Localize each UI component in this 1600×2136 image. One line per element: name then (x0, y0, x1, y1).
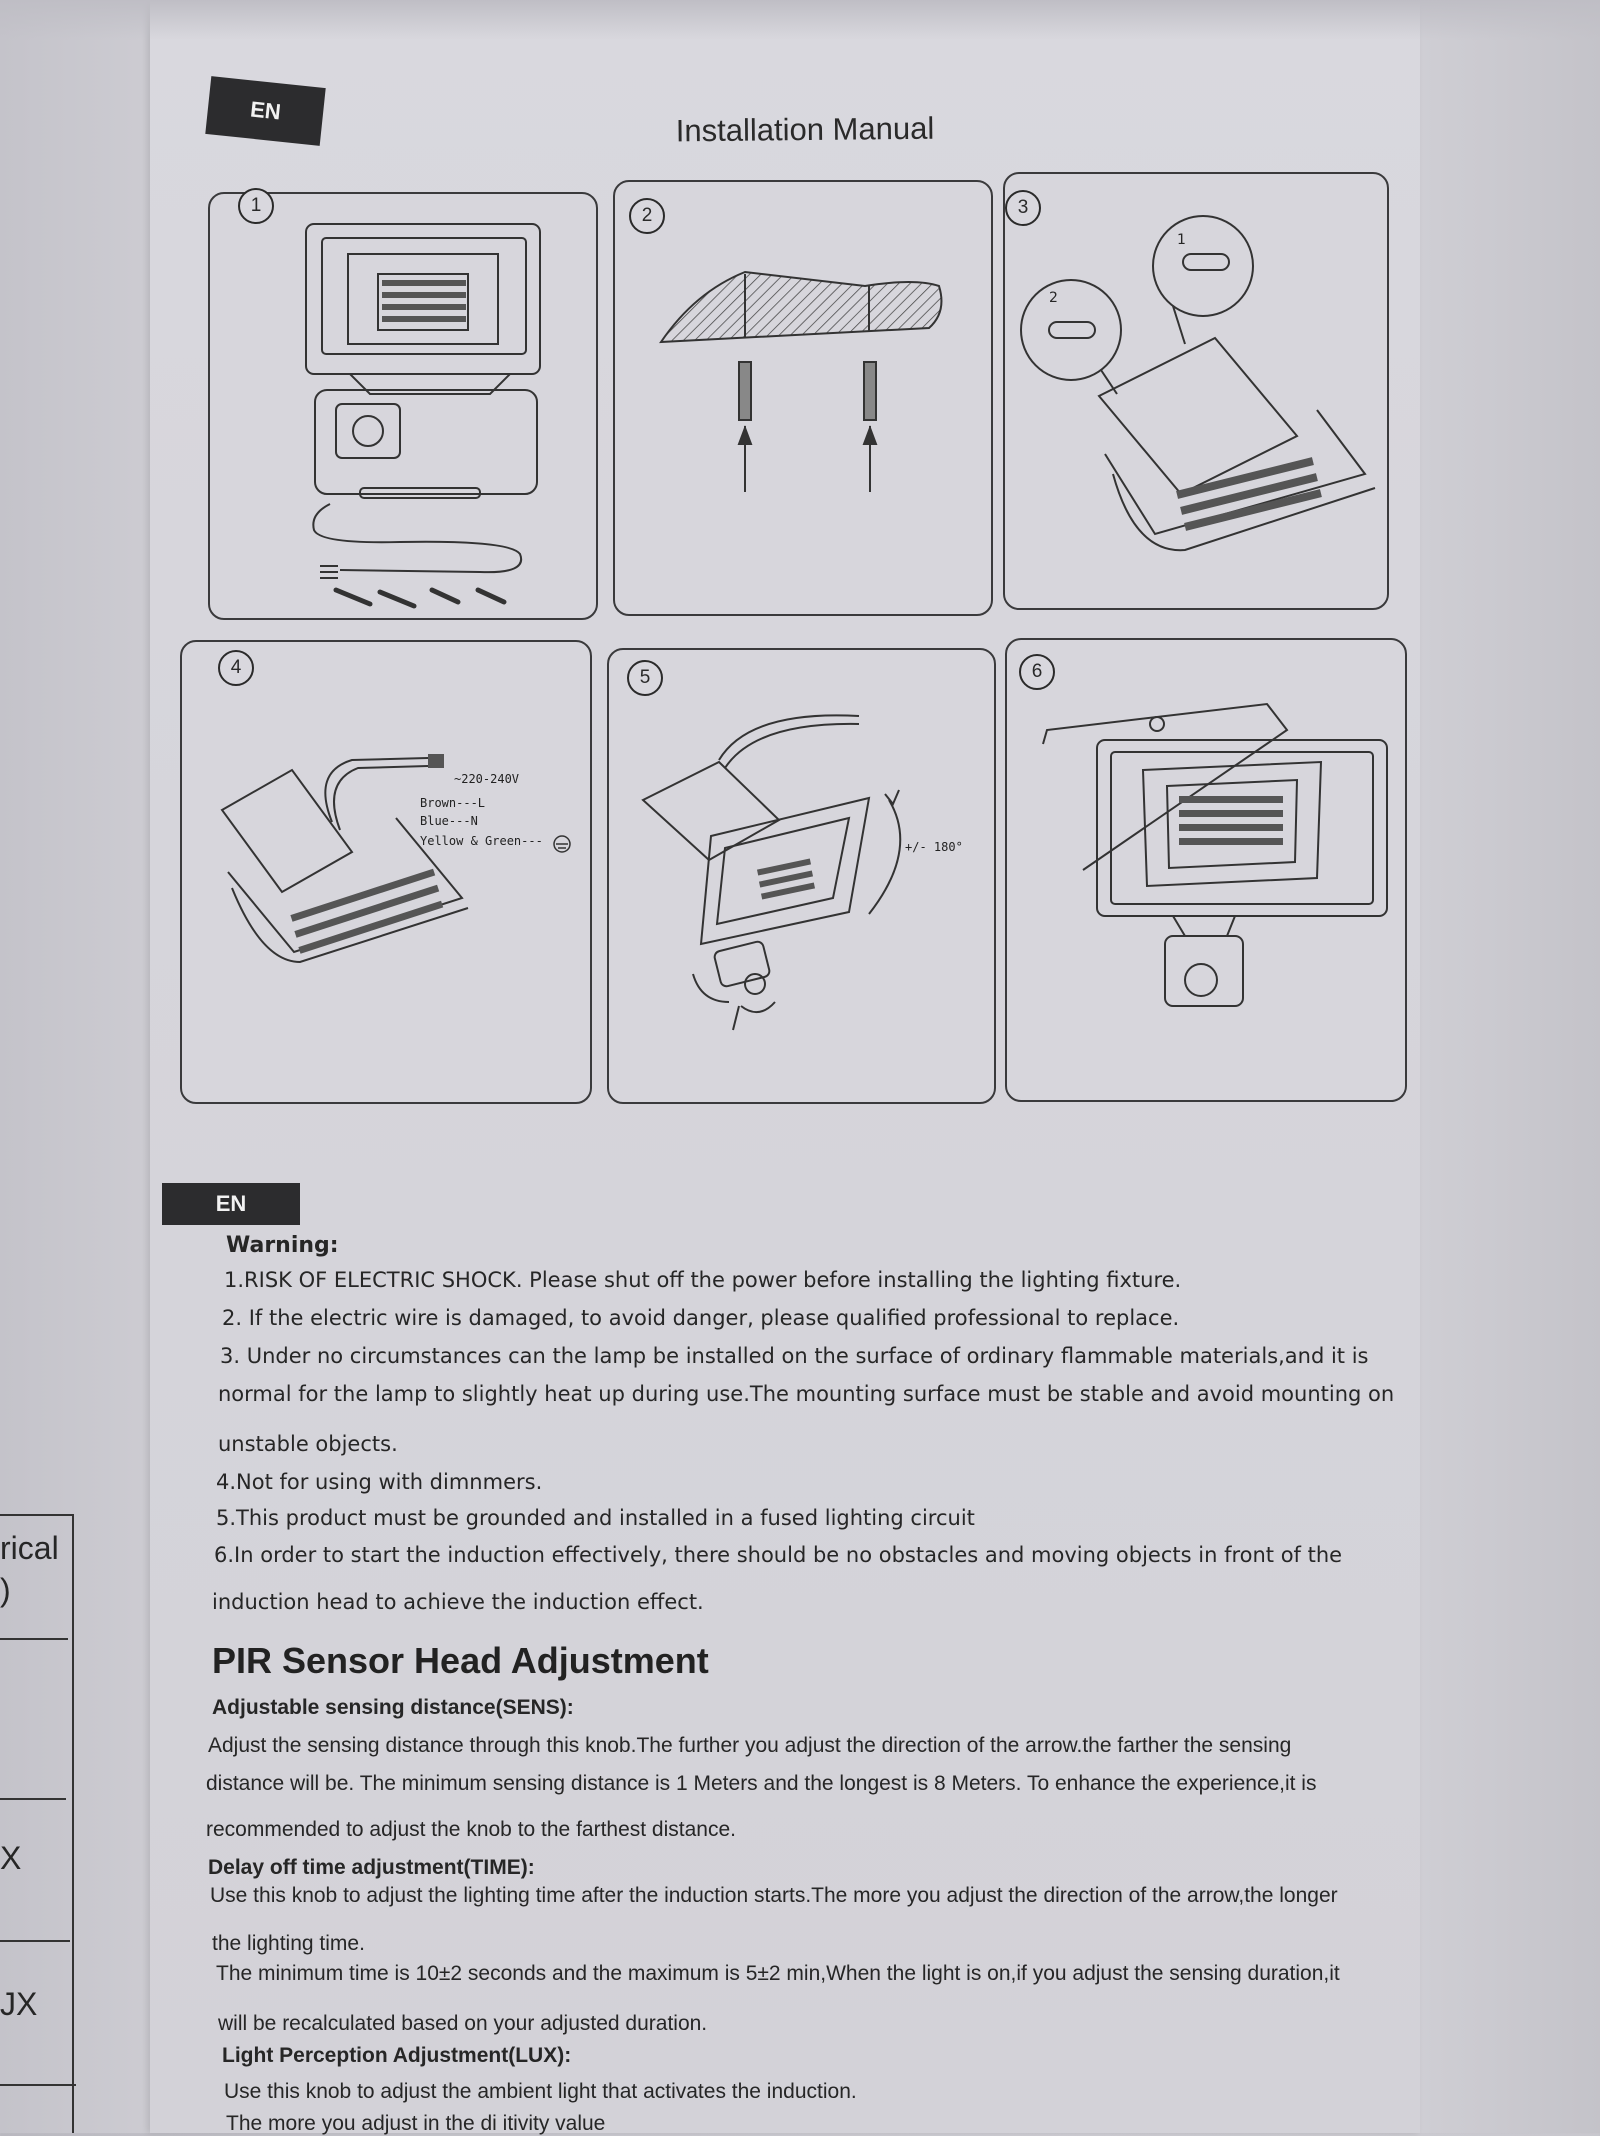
wiring-illustration (220, 754, 571, 964)
time-line: The minimum time is 10±2 seconds and the… (216, 1962, 1340, 1985)
time-line: will be recalculated based on your adjus… (218, 2012, 708, 2035)
warning-line: normal for the lamp to slightly heat up … (218, 1382, 1395, 1406)
step-number: 2 (629, 198, 665, 234)
warning-heading: Warning: (226, 1233, 339, 1258)
step-number: 5 (627, 660, 663, 696)
sens-line: recommended to adjust the knob to the fa… (206, 1818, 736, 1841)
voltage-label: ~220-240V (454, 772, 520, 786)
warning-line: induction head to achieve the induction … (212, 1590, 704, 1614)
yellow-green-wire-label: Yellow & Green--- (420, 834, 543, 848)
sens-line: Adjust the sensing distance through this… (208, 1734, 1292, 1757)
blue-wire-label: Blue---N (420, 814, 478, 828)
table-rule (0, 1514, 72, 1516)
language-tag: EN (162, 1183, 300, 1225)
warning-line: 5.This product must be grounded and inst… (216, 1506, 975, 1530)
step-number: 3 (1005, 190, 1041, 226)
sens-heading: Adjustable sensing distance(SENS): (212, 1696, 574, 1719)
lux-line: The more you adjust in the di itivity va… (226, 2112, 606, 2135)
callout-label: 1 (1177, 232, 1186, 248)
table-rule (0, 1638, 68, 1640)
step-6-panel: 6 (1005, 638, 1407, 1102)
step-5-panel: 5 +/- 180° (607, 648, 996, 1104)
brown-wire-label: Brown---L (420, 796, 486, 810)
callout-label: 2 (1049, 290, 1058, 306)
time-line: Use this knob to adjust the lighting tim… (210, 1884, 1338, 1907)
left-cell-text: ) (0, 1572, 11, 1608)
bracket-mounting-illustration (1020, 215, 1376, 552)
step-number: 4 (218, 650, 254, 686)
top-fold-shadow (0, 0, 1600, 40)
floodlight-contents-illustration (305, 223, 541, 609)
rotation-label: +/- 180° (905, 840, 963, 854)
step-number: 1 (238, 188, 274, 224)
sens-line: distance will be. The minimum sensing di… (206, 1772, 1317, 1795)
table-rule (0, 2084, 76, 2086)
step-3-panel: 3 1 2 (1003, 172, 1389, 610)
step-2-panel: 2 (613, 180, 993, 616)
warning-line: 2. If the electric wire is damaged, to a… (222, 1306, 1180, 1330)
lux-line: Use this knob to adjust the ambient ligh… (224, 2080, 857, 2103)
table-vertical-rule (72, 1514, 74, 2133)
step-1-panel: 1 (208, 188, 598, 620)
warning-line: unstable objects. (218, 1432, 398, 1456)
time-heading: Delay off time adjustment(TIME): (208, 1856, 535, 1879)
table-rule (0, 1940, 70, 1942)
section-title: PIR Sensor Head Adjustment (212, 1640, 709, 1681)
warning-line: 4.Not for using with dimnmers. (216, 1470, 543, 1494)
left-cell-text: X (0, 1840, 22, 1876)
warning-line: 3. Under no circumstances can the lamp b… (220, 1344, 1369, 1368)
wall-drilling-illustration (659, 270, 943, 492)
rotation-adjustment-illustration (641, 714, 902, 1031)
left-cell-text: JX (0, 1986, 38, 2022)
right-background (1420, 0, 1600, 2133)
time-line: the lighting time. (212, 1932, 365, 1955)
step-number: 6 (1019, 654, 1055, 690)
warning-line: 6.In order to start the induction effect… (214, 1543, 1343, 1567)
left-cell-text: rical (0, 1530, 59, 1566)
installed-floodlight-illustration (1042, 702, 1388, 1007)
warning-line: 1.RISK OF ELECTRIC SHOCK. Please shut of… (224, 1268, 1182, 1292)
lux-heading: Light Perception Adjustment(LUX): (222, 2044, 572, 2067)
table-rule (0, 1798, 66, 1800)
step-4-panel: 4 ~220-240V Brown---L Blue---N Yellow & … (180, 640, 592, 1104)
